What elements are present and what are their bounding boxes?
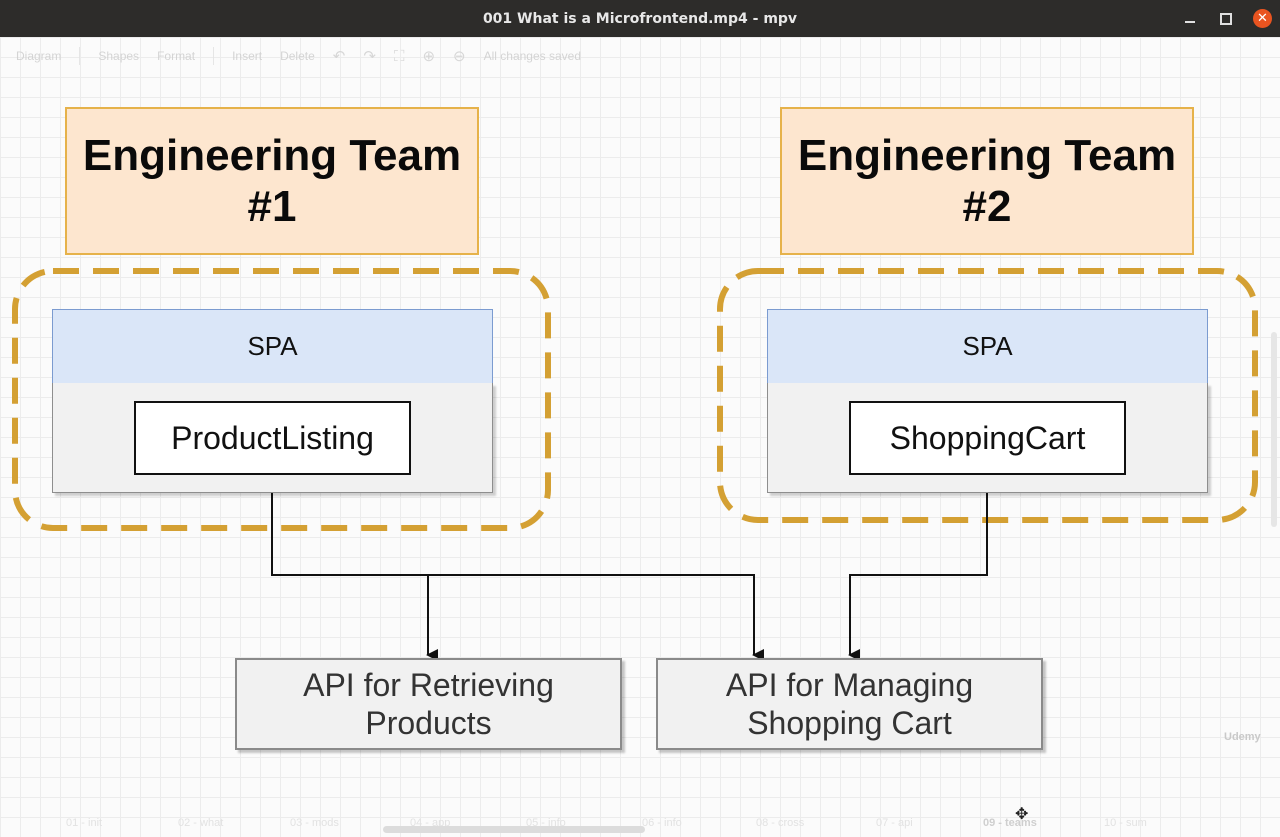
window-title: 001 What is a Microfrontend.mp4 - mpv	[482, 10, 798, 27]
vertical-scrollbar[interactable]	[1271, 332, 1277, 527]
fullscreen-icon: ⛶	[393, 47, 405, 65]
diagram-connectors	[12, 268, 1258, 661]
productlisting-component[interactable]: ProductListing	[134, 401, 411, 475]
toolbar-shapes: Shapes	[98, 49, 140, 63]
api-managing-shopping-cart[interactable]: API for Managing Shopping Cart	[656, 658, 1043, 750]
productlisting-to-api1-connector	[271, 493, 438, 661]
api-retrieving-products[interactable]: API for Retrieving Products	[235, 658, 622, 750]
editor-toolbar: Diagram Shapes Format Insert Delete ↶ ↷ …	[0, 37, 1280, 75]
spa-header-1[interactable]: SPA	[52, 309, 493, 384]
spa-header-2[interactable]: SPA	[767, 309, 1208, 384]
undo-icon: ↶	[332, 48, 346, 65]
toolbar-diagram-menu: Diagram	[16, 49, 62, 63]
toolbar-divider	[213, 47, 215, 65]
minimize-icon	[1185, 20, 1195, 23]
toolbar-divider	[79, 47, 81, 65]
engineering-team-1[interactable]: Engineering Team #1	[65, 107, 479, 255]
productlisting-to-api2-connector	[428, 574, 764, 661]
toolbar-delete: Delete	[280, 49, 315, 63]
page-tab[interactable]: 10 - sum	[1104, 817, 1147, 829]
shoppingcart-component[interactable]: ShoppingCart	[849, 401, 1126, 475]
page-tab[interactable]: 06 - info	[642, 817, 682, 829]
maximize-button[interactable]	[1217, 10, 1235, 28]
page-tabs-bar: 01 - init 02 - what 03 - mods 04 - app 0…	[0, 809, 1280, 837]
zoom-in-icon: ⊕	[422, 48, 436, 65]
toolbar-insert: Insert	[232, 49, 263, 63]
move-cursor-icon: ✥	[1015, 806, 1029, 823]
udemy-watermark: Udemy	[1224, 731, 1261, 743]
page-tab-active[interactable]: 09 - teams	[983, 817, 1037, 829]
page-tab[interactable]: 08 - cross	[756, 817, 805, 829]
page-tab[interactable]: 07 - api	[876, 817, 913, 829]
horizontal-scrollbar[interactable]	[383, 826, 645, 833]
toolbar-format: Format	[157, 49, 196, 63]
window-controls: ✕	[1181, 0, 1272, 37]
team1-dashed-group	[12, 268, 551, 531]
minimize-button[interactable]	[1181, 10, 1199, 28]
page-tab[interactable]: 01 - init	[66, 817, 103, 829]
close-button[interactable]: ✕	[1253, 9, 1272, 28]
close-icon: ✕	[1257, 11, 1268, 26]
page-tab[interactable]: 03 - mods	[290, 817, 339, 829]
redo-icon: ↷	[363, 48, 376, 65]
shoppingcart-to-api2-connector	[848, 493, 988, 661]
page-tab[interactable]: 02 - what	[178, 817, 224, 829]
engineering-team-2[interactable]: Engineering Team #2	[780, 107, 1194, 255]
maximize-icon	[1220, 12, 1232, 25]
window-titlebar: 001 What is a Microfrontend.mp4 - mpv ✕	[0, 0, 1280, 37]
video-frame[interactable]: Diagram Shapes Format Insert Delete ↶ ↷ …	[0, 37, 1280, 837]
save-status: All changes saved	[483, 49, 582, 63]
zoom-out-icon: ⊖	[453, 48, 466, 65]
